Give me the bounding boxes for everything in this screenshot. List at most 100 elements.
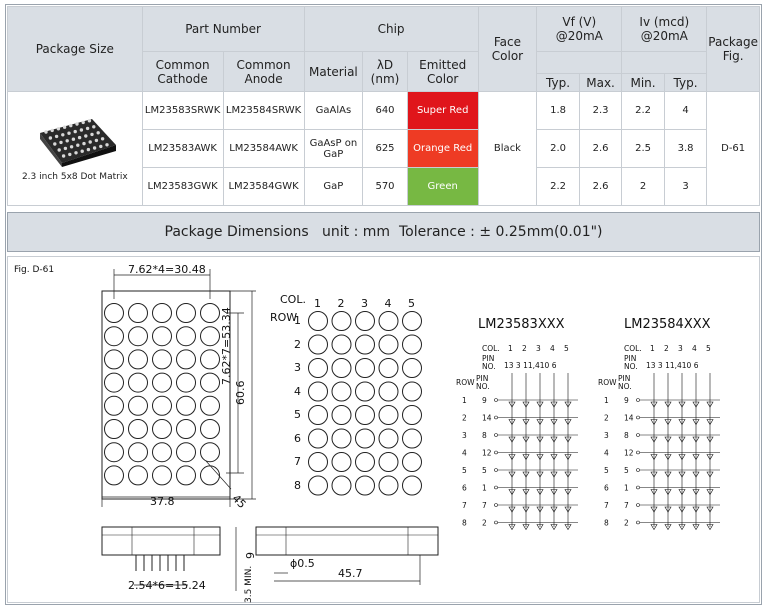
- iv-typ-1: 3.8: [663, 129, 708, 168]
- dim-height: 60.6: [234, 380, 247, 406]
- schem-node: [494, 450, 498, 455]
- front-led-dot: [128, 326, 148, 347]
- photo-led-dot: [57, 148, 61, 152]
- front-led-dot: [104, 349, 124, 370]
- th-package-fig: Package Fig.: [706, 6, 760, 92]
- matrix-led-dot: [378, 405, 399, 425]
- dim-width: 37.8: [150, 495, 175, 508]
- iv-typ-0: 4: [663, 91, 708, 130]
- matrix-led-dot: [355, 334, 375, 355]
- schem-row-number: 2: [604, 414, 609, 423]
- front-led-dot: [128, 465, 148, 486]
- matrix-col-number: 5: [408, 297, 415, 310]
- iv-min-2: 2: [621, 167, 665, 206]
- matrix-led-dot: [308, 405, 328, 425]
- schem-col-label: COL.: [482, 344, 500, 353]
- photo-led-dot: [80, 149, 84, 153]
- vf-typ-2: 2.2: [536, 167, 580, 206]
- vf-typ-1: 2.0: [536, 129, 580, 168]
- schem-pin-label: NO.: [618, 382, 632, 391]
- schem-row-number: 1: [462, 396, 467, 405]
- schem-node: [494, 520, 498, 525]
- schem-node: [494, 503, 498, 507]
- fig-label: Fig. D-61: [14, 265, 55, 275]
- schem-col-number: 5: [564, 344, 569, 353]
- package-cell: 2.3 inch 5x8 Dot Matrix: [7, 91, 143, 206]
- matrix-row-number: 6: [294, 431, 301, 445]
- front-led-dot: [104, 465, 124, 486]
- th-face-color: Face Color: [477, 6, 538, 92]
- front-led-dot: [176, 419, 196, 439]
- photo-led-dot: [44, 130, 48, 134]
- front-led-dot: [128, 442, 148, 463]
- schem-row-pin: 5: [624, 466, 629, 475]
- face-color-value: Black: [477, 91, 538, 206]
- led-matrix-grid: [308, 311, 422, 496]
- front-led-dot: [176, 326, 196, 347]
- photo-led-dot: [86, 147, 90, 152]
- photo-led-dot: [91, 125, 96, 129]
- front-led-dot: [200, 465, 220, 486]
- photo-led-dot: [50, 128, 54, 133]
- front-led-dot: [104, 442, 124, 463]
- schem-row-number: 3: [462, 431, 467, 440]
- spec-table: Package Size Part Number Chip Face Color…: [7, 6, 760, 206]
- front-led-dot: [200, 419, 220, 439]
- schem-row-pin: 1: [624, 484, 629, 493]
- front-led-dot: [152, 326, 172, 347]
- photo-led-dot: [48, 136, 52, 140]
- th-common-cathode: Common Cathode: [141, 51, 224, 92]
- color-2: Green: [406, 167, 479, 206]
- schem-node: [494, 468, 498, 472]
- dim-pin-len: 3.5 MIN.: [244, 565, 254, 603]
- schem-row-pin: 12: [624, 449, 634, 458]
- iv-min-1: 2.5: [621, 129, 665, 168]
- front-led-dot: [152, 349, 172, 370]
- schem-node: [636, 398, 640, 402]
- matrix-led-dot: [378, 381, 399, 402]
- vf-max-2: 2.6: [578, 167, 623, 206]
- photo-led-dot: [52, 142, 57, 146]
- photo-led-dot: [88, 140, 92, 144]
- th-emitted-color: Emitted Color: [406, 51, 479, 92]
- photo-led-dot: [87, 119, 91, 123]
- photo-led-dot: [75, 143, 80, 147]
- schem-node: [636, 433, 640, 437]
- matrix-led-dot: [402, 358, 422, 378]
- matrix-row-label: ROW: [270, 311, 298, 324]
- photo-led-dot: [79, 128, 83, 132]
- th-common-anode: Common Anode: [222, 51, 305, 92]
- anode-2: LM23584GWK: [222, 167, 305, 206]
- package-fig-value: D-61: [706, 91, 760, 206]
- matrix-led-dot: [331, 405, 352, 425]
- cathode-0: LM23583SRWK: [141, 91, 224, 130]
- matrix-col-number: 1: [314, 297, 321, 310]
- front-led-dot: [104, 372, 124, 393]
- front-led-dot: [200, 326, 220, 347]
- photo-led-dot: [68, 123, 73, 128]
- front-led-dot: [104, 419, 124, 439]
- photo-led-dot: [71, 137, 75, 141]
- schem-row-pin: 8: [624, 431, 629, 440]
- photo-led-dot: [60, 133, 65, 137]
- schematic-b-title: LM23584XXX: [624, 317, 711, 332]
- matrix-led-dot: [355, 428, 375, 449]
- front-led-dot: [152, 395, 172, 416]
- schem-node: [636, 485, 640, 490]
- lambda-0: 640: [362, 91, 408, 130]
- material-2: GaP: [303, 167, 364, 206]
- schem-col-label: COL.: [624, 344, 642, 353]
- dimension-drawing: Fig. D-61 7.62*4=30.48 7.62*7=53.34 60.6…: [7, 256, 760, 603]
- matrix-led-dot: [402, 452, 422, 472]
- front-led-dot: [152, 419, 172, 439]
- th-vf: Vf (V) @20mA: [536, 6, 623, 52]
- photo-led-dot: [73, 129, 77, 134]
- photo-led-dot: [81, 120, 85, 125]
- photo-led-dot: [65, 139, 69, 143]
- matrix-led-dot: [355, 381, 375, 402]
- photo-led-dot: [96, 131, 100, 135]
- photo-led-dot: [67, 131, 71, 135]
- front-led-dot: [128, 349, 148, 370]
- schem-row-pin: 9: [624, 396, 629, 405]
